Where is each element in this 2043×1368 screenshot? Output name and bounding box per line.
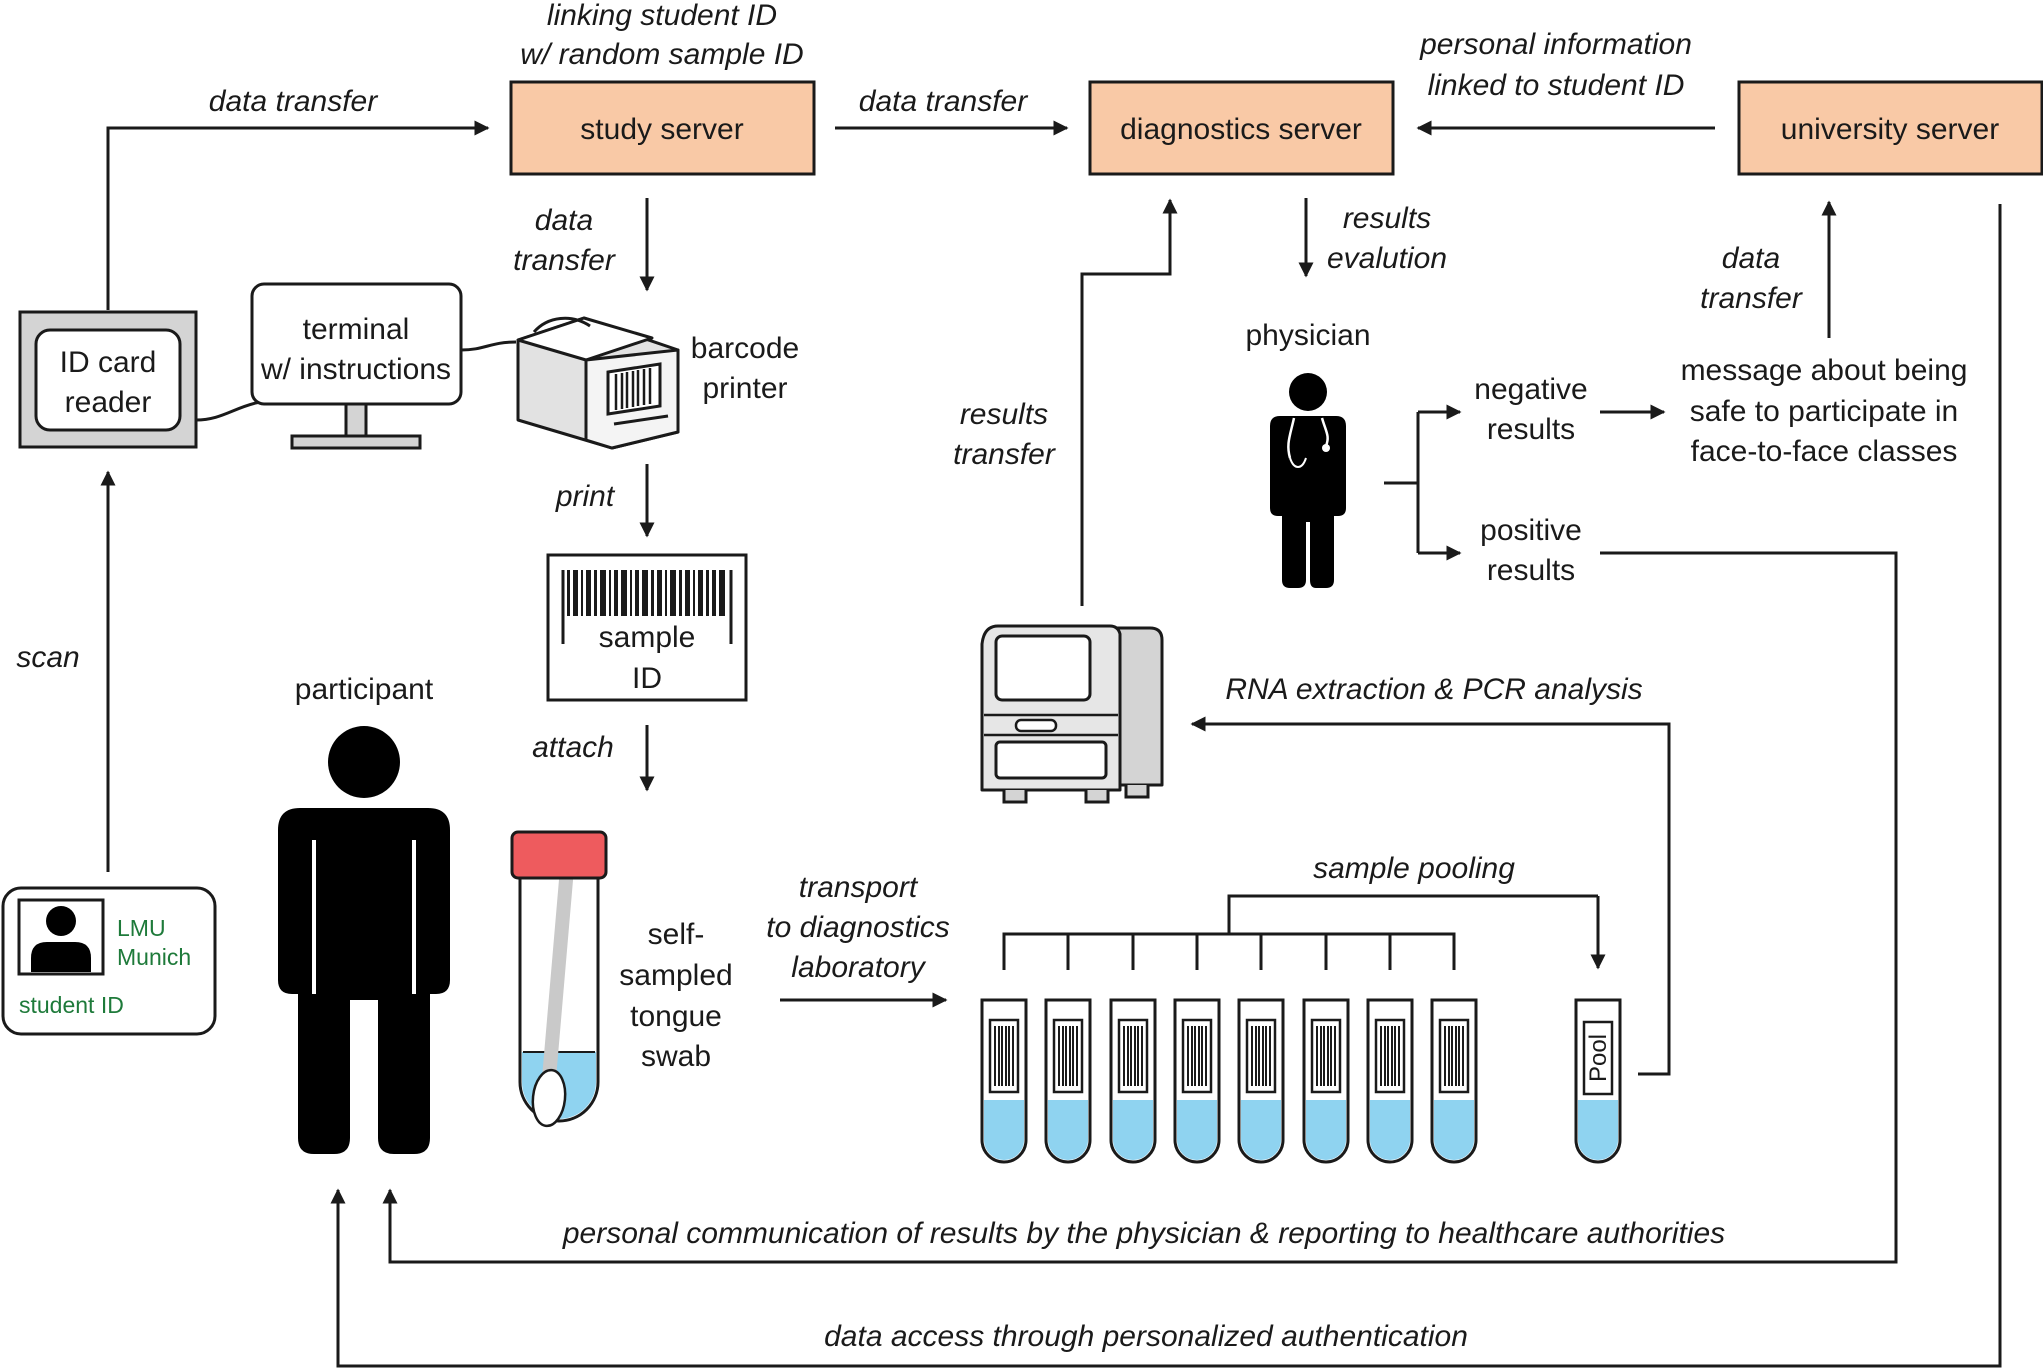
data-transfer-univ-line1: data [1722, 242, 1780, 275]
sample-tube-icon [1044, 998, 1092, 1164]
transport-label-line1: transport [799, 871, 919, 904]
diagnostics-server-label: diagnostics server [1120, 113, 1362, 146]
sample-tube-icon [980, 998, 1028, 1164]
id-card-reader-label-line2: reader [65, 386, 152, 419]
negative-results-line2: results [1487, 413, 1575, 446]
printer-cable [460, 340, 517, 352]
student-id-card [1, 886, 217, 1036]
results-transfer-line2: transfer [953, 438, 1056, 471]
barcode-printer-label-line1: barcode [691, 332, 799, 365]
university-server-box [1737, 80, 2043, 176]
positive-results-line2: results [1487, 554, 1575, 587]
sample-tube-icon [1173, 998, 1221, 1164]
data-transfer-univ-line2: transfer [1700, 282, 1803, 315]
barcode-printer-label-line2: printer [702, 372, 787, 405]
sample-tube-icon [1237, 998, 1285, 1164]
transport-label-line2: to diagnostics [766, 911, 949, 944]
message-line3: face-to-face classes [1691, 435, 1958, 468]
swab-tube-icon [510, 830, 608, 1128]
student-card-university-line1: LMU [117, 915, 166, 941]
sample-id-barcode-icon [546, 553, 748, 702]
sample-tube-icon [1109, 998, 1157, 1164]
positive-results-line1: positive [1480, 514, 1582, 547]
attach-label: attach [532, 731, 614, 764]
physician-icon [1270, 373, 1346, 588]
negative-results-line1: negative [1474, 373, 1587, 406]
personal-communication-label: personal communication of results by the… [562, 1217, 1725, 1250]
reader-to-study-arrow [106, 120, 490, 310]
sample-pooling-label: sample pooling [1313, 852, 1515, 885]
swab-label-line3: tongue [630, 1000, 722, 1033]
results-eval-line2: evalution [1327, 242, 1447, 275]
transport-label-line3: laboratory [791, 951, 926, 984]
id-card-reader-icon [18, 310, 198, 449]
sample-tube-icon [1366, 998, 1414, 1164]
sample-tube-icon [1430, 998, 1478, 1164]
terminal-icon [250, 282, 463, 450]
student-card-caption: student ID [19, 992, 124, 1018]
rna-extraction-label: RNA extraction & PCR analysis [1225, 673, 1642, 706]
terminal-label-line1: terminal [303, 313, 410, 346]
personal-info-label-line1: personal information [1419, 28, 1692, 61]
study-server-box [509, 80, 816, 176]
study-server-label: study server [580, 113, 743, 146]
terminal-label-line2: w/ instructions [260, 353, 451, 386]
sample-id-label-line2: ID [632, 662, 662, 695]
data-access-arrow [330, 204, 2002, 1368]
linking-label-line1: linking student ID [547, 0, 777, 32]
data-transfer-label-left: data transfer [209, 85, 378, 118]
id-card-reader-label-line1: ID card [60, 346, 157, 379]
message-line1: message about being [1681, 354, 1968, 387]
pcr-machine-icon [980, 624, 1164, 804]
participant-label: participant [295, 673, 434, 706]
data-transfer-study-line1: data [535, 204, 593, 237]
print-label: print [555, 480, 616, 513]
data-transfer-label-mid: data transfer [859, 85, 1028, 118]
sample-tubes-group [980, 998, 1478, 1164]
sample-pooling-tree [1002, 894, 1598, 970]
pool-label: Pool [1585, 1034, 1612, 1082]
avatar-icon [46, 906, 76, 936]
university-server-label: university server [1781, 113, 1999, 146]
swab-label-line2: sampled [619, 959, 732, 992]
pool-tube-icon [1574, 998, 1622, 1164]
sample-id-label-line1: sample [599, 621, 696, 654]
sample-tube-icon [1302, 998, 1350, 1164]
student-card-university-line2: Munich [117, 944, 191, 970]
person-icon [278, 726, 450, 1154]
physician-branch [1384, 412, 1420, 553]
linking-label-line2: w/ random sample ID [520, 38, 803, 71]
personal-info-label-line2: linked to student ID [1428, 69, 1685, 102]
physician-label: physician [1245, 319, 1370, 352]
message-line2: safe to participate in [1690, 395, 1959, 428]
pool-to-pcr-arrow [1190, 716, 1671, 1076]
diagnostics-server-box [1088, 80, 1395, 176]
personal-communication-arrow [382, 551, 1898, 1264]
swab-label-line1: self- [648, 918, 705, 951]
scan-label: scan [16, 641, 79, 674]
results-transfer-arrow [1080, 198, 1178, 606]
results-transfer-line1: results [960, 398, 1048, 431]
barcode-printer-icon [516, 316, 680, 450]
results-eval-line1: results [1343, 202, 1431, 235]
data-transfer-study-line2: transfer [513, 244, 616, 277]
swab-label-line4: swab [641, 1040, 711, 1073]
data-access-label: data access through personalized authent… [824, 1320, 1468, 1353]
